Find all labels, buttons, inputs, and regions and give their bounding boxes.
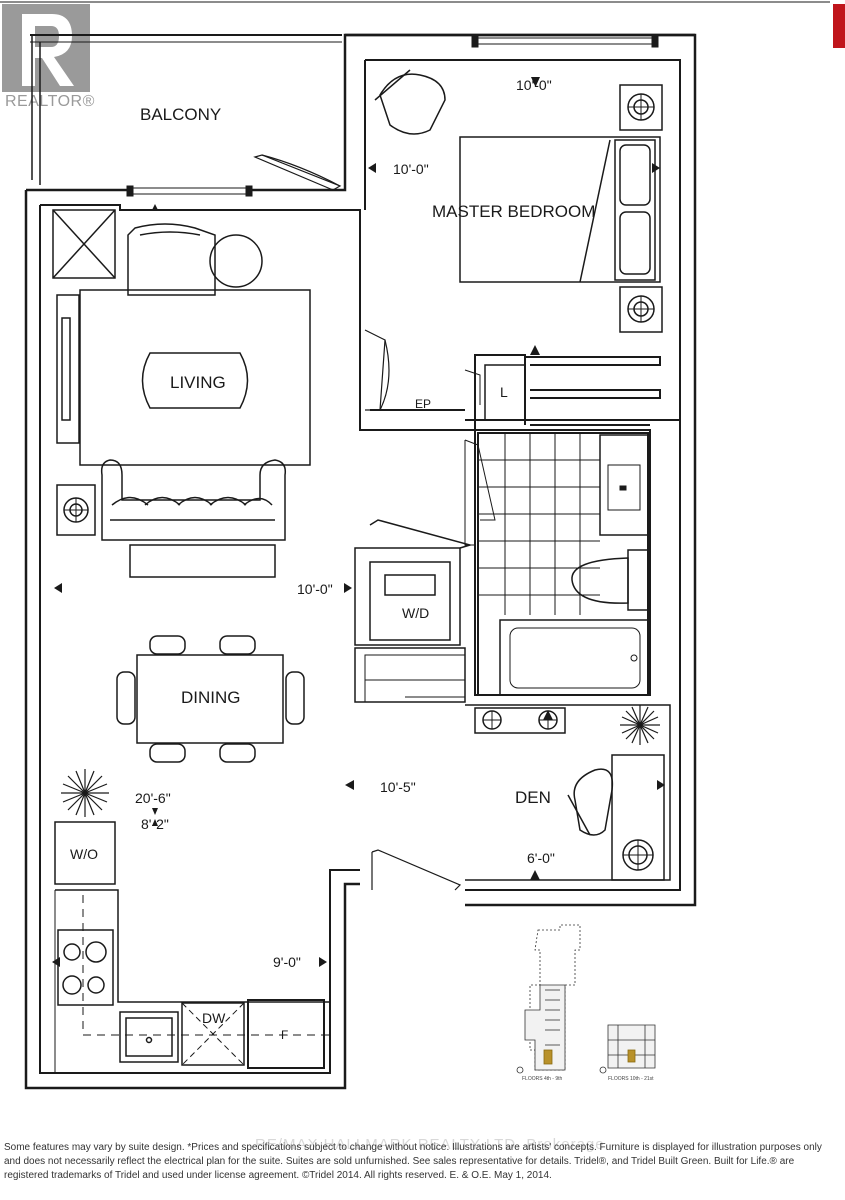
keyplan-caption-left: FLOORS 4th - 9th	[522, 1076, 563, 1082]
dim-den-width: 6'-0"	[527, 850, 555, 866]
disclaimer-text: Some features may vary by suite design. …	[4, 1142, 822, 1181]
room-label-washer-dryer: W/D	[402, 605, 430, 621]
keyplan-caption-right: FLOORS 10th - 21st	[608, 1076, 654, 1082]
brand-accent-mark	[833, 4, 845, 48]
dim-living-width: 8'-2"	[141, 816, 169, 832]
room-label-electrical-panel: EP	[415, 397, 432, 411]
room-label-linen: L	[500, 384, 508, 400]
room-label-fridge: F	[281, 1028, 289, 1042]
dim-bedroom-width: 10'-0"	[516, 77, 552, 93]
realtor-logo-text: REALTOR®	[5, 93, 95, 110]
room-label-dishwasher: DW	[202, 1010, 226, 1026]
dim-bedroom-depth: 10'-0"	[393, 161, 429, 177]
brokerage-watermark: RE/MAX HALLMARK REALTY LTD. Brokerage	[255, 1136, 605, 1153]
realtor-logo	[2, 4, 90, 92]
room-label-master-bedroom: MASTER BEDROOM	[432, 202, 596, 221]
dim-hall-width: 10'-0"	[297, 581, 333, 597]
room-label-den: DEN	[515, 788, 551, 807]
key-plan	[516, 924, 656, 1074]
room-label-walk-out: W/O	[70, 846, 98, 862]
dim-main-width: 10'-5"	[380, 779, 416, 795]
room-label-balcony: BALCONY	[140, 105, 222, 124]
room-label-living: LIVING	[170, 373, 226, 392]
room-label-dining: DINING	[181, 688, 241, 707]
dim-kitchen-width: 9'-0"	[273, 954, 301, 970]
dim-living-length: 20'-6"	[135, 790, 171, 806]
